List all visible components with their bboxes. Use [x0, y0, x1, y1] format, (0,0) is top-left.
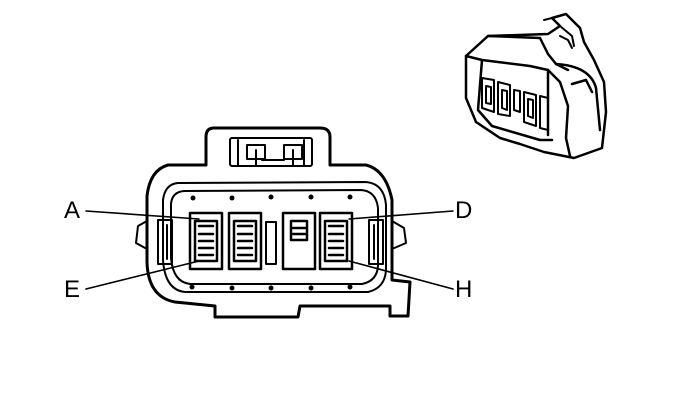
cavity-a-e [188, 211, 224, 271]
cavity-c-g [281, 211, 317, 271]
leader-e [85, 260, 200, 290]
left-lock-tab [135, 219, 173, 265]
connector-face-view [135, 126, 412, 319]
leader-lines [85, 210, 454, 290]
iso-cavities [481, 77, 549, 131]
seal-inner [170, 189, 379, 285]
pin-label-e: E [64, 276, 81, 303]
latch [229, 137, 313, 167]
key-slot [265, 221, 277, 265]
pin-label-a: A [64, 197, 81, 224]
leader-d [348, 210, 454, 220]
cavity-b-f [227, 211, 263, 271]
iso-latch [543, 17, 575, 49]
leader-a [85, 210, 200, 220]
seal-dots [189, 194, 353, 291]
pin-label-d: D [455, 197, 473, 224]
seal-outer [162, 181, 387, 293]
pin-label-h: H [455, 276, 473, 303]
leader-h [348, 260, 454, 290]
right-lock-tab [368, 219, 407, 265]
cavity-d-h [318, 211, 354, 271]
connector-isometric-view [464, 12, 608, 160]
housing-outline [145, 126, 412, 319]
